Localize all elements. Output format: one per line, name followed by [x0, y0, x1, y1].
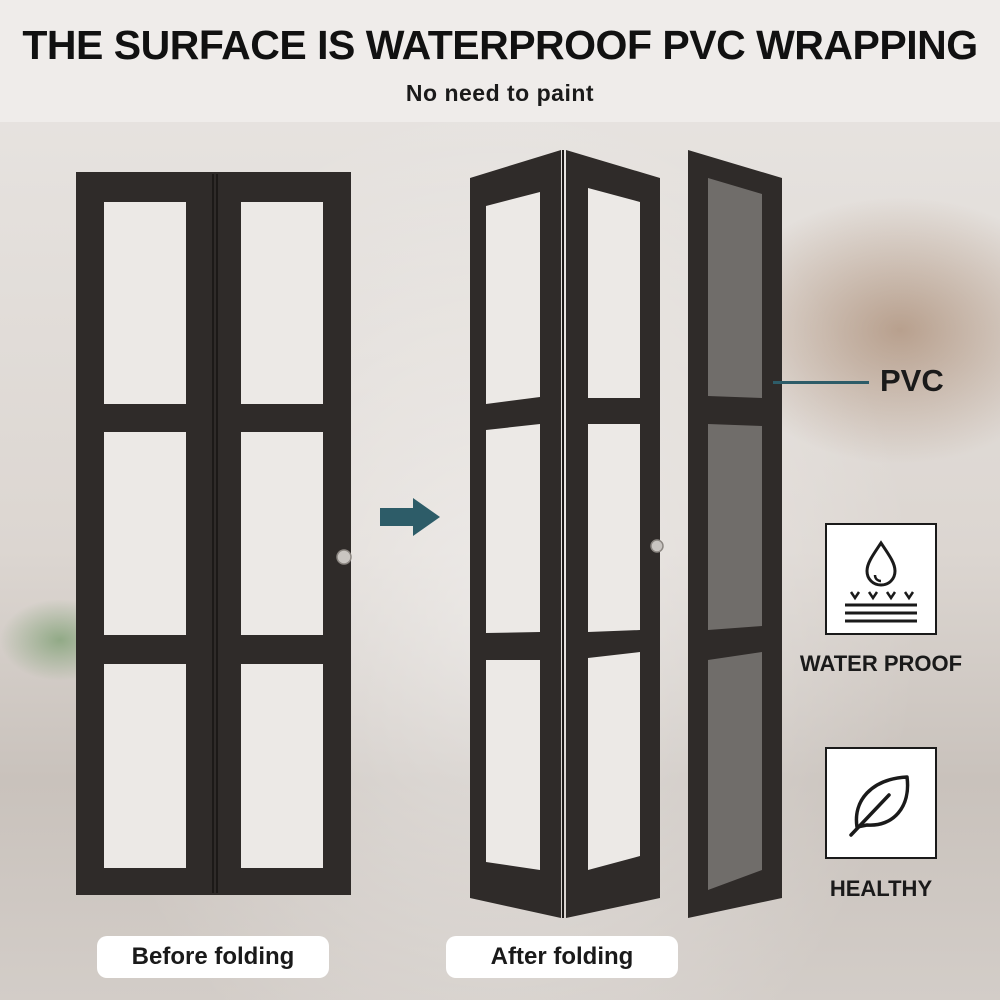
door-knob	[650, 539, 664, 553]
header-band	[0, 0, 1000, 122]
glass-panel	[486, 192, 540, 404]
door-frame-pvc	[688, 150, 782, 918]
glass-panel	[241, 202, 323, 404]
caption-before-folding: Before folding	[97, 936, 329, 978]
healthy-label: HEALTHY	[829, 876, 933, 901]
page-subtitle: No need to paint	[405, 80, 595, 106]
caption-after-folding: After folding	[446, 936, 678, 978]
glass-panel	[486, 660, 540, 870]
waterproof-label: WATER PROOF	[799, 651, 963, 676]
door-before-folding	[76, 172, 352, 895]
glass-panel	[486, 424, 540, 633]
glass-panel	[104, 432, 186, 635]
healthy-badge	[825, 747, 937, 859]
leaf-icon	[849, 775, 910, 837]
pvc-callout-line	[773, 381, 869, 384]
page-title: THE SURFACE IS WATERPROOF PVC WRAPPING	[22, 22, 978, 68]
waterproof-badge	[825, 523, 937, 635]
glass-panel	[588, 188, 640, 398]
glass-panel	[104, 202, 186, 404]
frame-opening	[708, 424, 762, 630]
waterproof-icon	[845, 540, 917, 623]
door-knob	[336, 549, 352, 565]
glass-panel	[588, 424, 640, 632]
glass-panel	[241, 432, 323, 635]
frame-opening	[708, 178, 762, 398]
frame-opening	[708, 652, 762, 890]
pvc-callout-label: PVC	[880, 363, 944, 398]
glass-panel	[241, 664, 323, 868]
glass-panel	[588, 652, 640, 870]
door-after-folding	[470, 150, 782, 918]
glass-panel	[104, 664, 186, 868]
arrow-right-icon	[380, 498, 440, 536]
